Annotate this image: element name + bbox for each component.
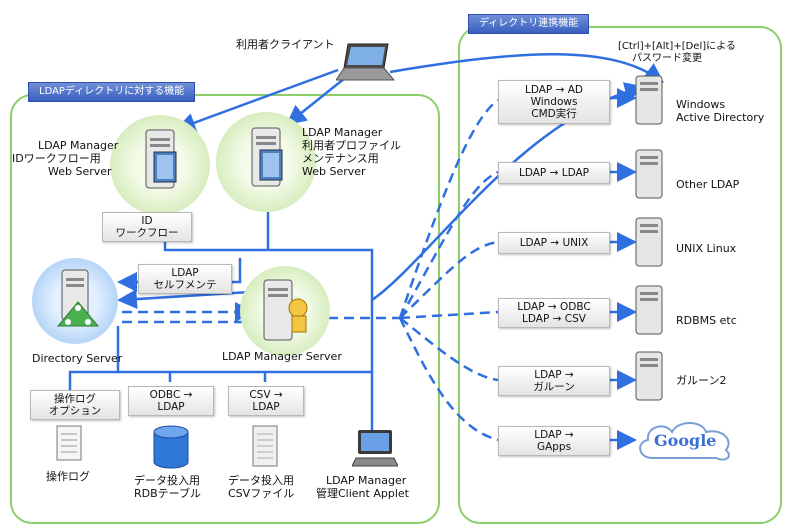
database-icon (150, 424, 192, 470)
odbc-ldap-tag: ODBC →LDAP (128, 386, 214, 416)
profile-server-label-2: 利用者プロファイル (302, 139, 401, 152)
ad-label-2: Active Directory (676, 111, 765, 124)
csv-ldap-tag: CSV →LDAP (228, 386, 304, 416)
idwf-server-label-3: Web Server (48, 165, 112, 178)
dash-to-gapps (398, 317, 499, 442)
ad-label-1: Windows (676, 98, 726, 111)
to-garoon-tag: LDAP →ガルーン (498, 366, 610, 396)
profile-server-label-4: Web Server (302, 165, 366, 178)
directory-server-icon (54, 268, 102, 338)
ctrl-alt-del-line1: [Ctrl]+[Alt]+[Del]による (618, 41, 736, 52)
ctrl-alt-del-line2: パスワード変更 (632, 53, 702, 64)
other-ldap-label: Other LDAP (676, 178, 740, 191)
to-unix-tag: LDAP → UNIX (498, 232, 610, 254)
ldap-functions-panel-title: LDAPディレクトリに対する機能 (28, 82, 196, 102)
oplog-up-line (68, 370, 118, 390)
profile-server-label-3: メンテナンス用 (302, 152, 379, 165)
server-icon (632, 350, 666, 402)
server-icon (632, 216, 666, 268)
directory-server-label: Directory Server (32, 352, 123, 365)
web-server-icon (246, 126, 286, 190)
dash-to-ad (398, 98, 499, 319)
dash-to-odbc (399, 310, 499, 320)
rdbms-label: RDBMS etc (676, 314, 737, 327)
client-to-ad-line (389, 53, 665, 83)
garoon-label: ガルーン2 (676, 374, 727, 387)
dash-to-ldap (398, 170, 499, 319)
computer-icon (351, 428, 399, 468)
applet-label-2: 管理Client Applet (316, 487, 409, 500)
profile-server-label-1: LDAP Manager (302, 126, 383, 139)
server-icon (632, 74, 666, 126)
unix-label: UNIX Linux (676, 242, 737, 255)
web-server-icon (140, 128, 180, 192)
server-icon (632, 284, 666, 336)
csv-label-2: CSVファイル (228, 487, 295, 500)
document-icon (54, 424, 84, 462)
csv-file-icon (250, 424, 280, 468)
rdb-label-1: データ投入用 (134, 474, 200, 487)
op-log-option-tag: 操作ログオプション (30, 390, 120, 420)
applet-label-1: LDAP Manager (326, 474, 407, 487)
idwf-server-label-1: LDAP Manager (38, 139, 119, 152)
cloud-icon (634, 418, 738, 464)
dash-to-unix (399, 240, 499, 319)
google-logo: Google (654, 431, 717, 450)
idwf-server-label-2: IDワークフロー用 (12, 152, 101, 165)
directory-sync-panel-title: ディレクトリ連携機能 (468, 14, 590, 34)
manager-server-label: LDAP Manager Server (222, 350, 342, 363)
to-gapps-tag: LDAP →GApps (498, 426, 610, 456)
rdb-label-2: RDBテーブル (134, 487, 201, 500)
dash-to-garoon (399, 317, 499, 382)
csv-label-1: データ投入用 (228, 474, 294, 487)
server-icon (632, 148, 666, 200)
op-log-label: 操作ログ (46, 470, 90, 483)
laptop-icon (335, 40, 396, 84)
manager-server-icon (258, 278, 310, 344)
client-to-idwf-line (175, 68, 339, 133)
client-label: 利用者クライアント (236, 38, 335, 51)
to-ldap-tag: LDAP → LDAP (498, 162, 610, 184)
client-to-profile-line (286, 77, 346, 126)
